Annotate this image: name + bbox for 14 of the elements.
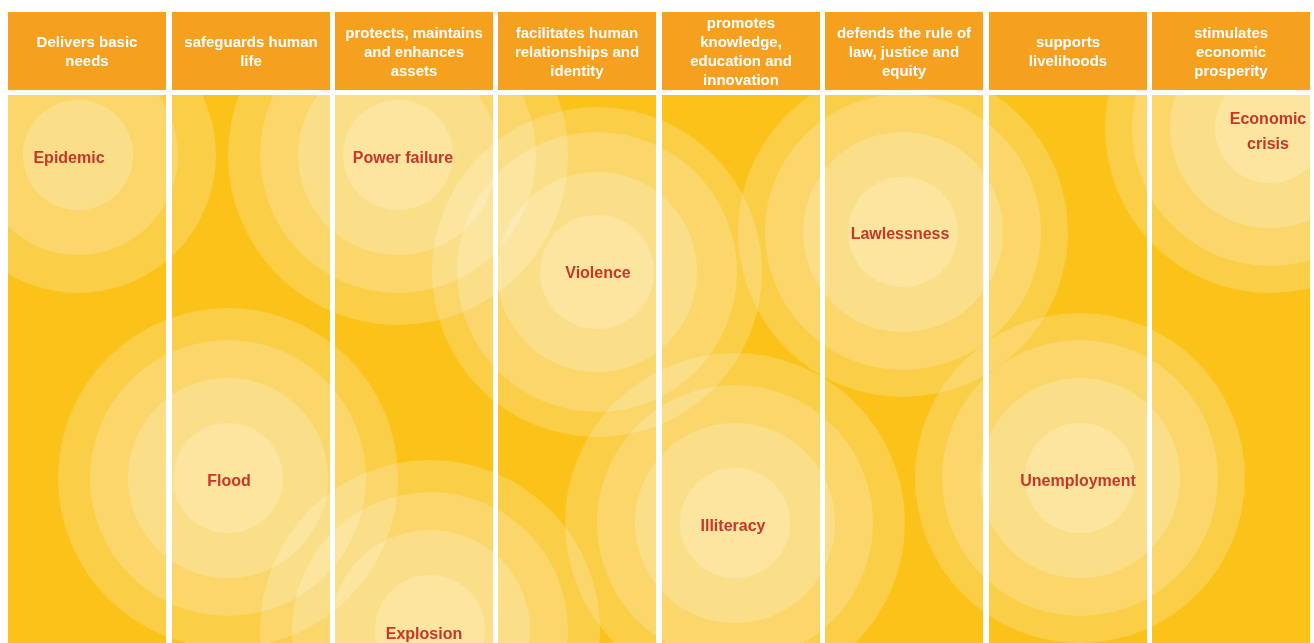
- risk-label: Illiteracy: [700, 515, 766, 536]
- column-header: defends the rule of law, justice and equity: [825, 12, 983, 90]
- risk-label: Epidemic: [33, 147, 105, 168]
- risk-label: Unemployment: [1020, 470, 1136, 491]
- risk-label: Flood: [207, 470, 251, 491]
- column-header: promotes knowledge, education and innovation: [662, 12, 820, 90]
- risk-label: Economic crisis: [1228, 109, 1308, 154]
- column-header: safeguards human life: [172, 12, 330, 90]
- risk-label: Explosion: [385, 623, 463, 643]
- risk-label: Lawlessness: [850, 223, 950, 244]
- column-header: supports livelihoods: [989, 12, 1147, 90]
- risk-label: Violence: [565, 262, 631, 283]
- risk-label: Power failure: [352, 147, 454, 168]
- column-header: facilitates human relationships and identity: [498, 12, 656, 90]
